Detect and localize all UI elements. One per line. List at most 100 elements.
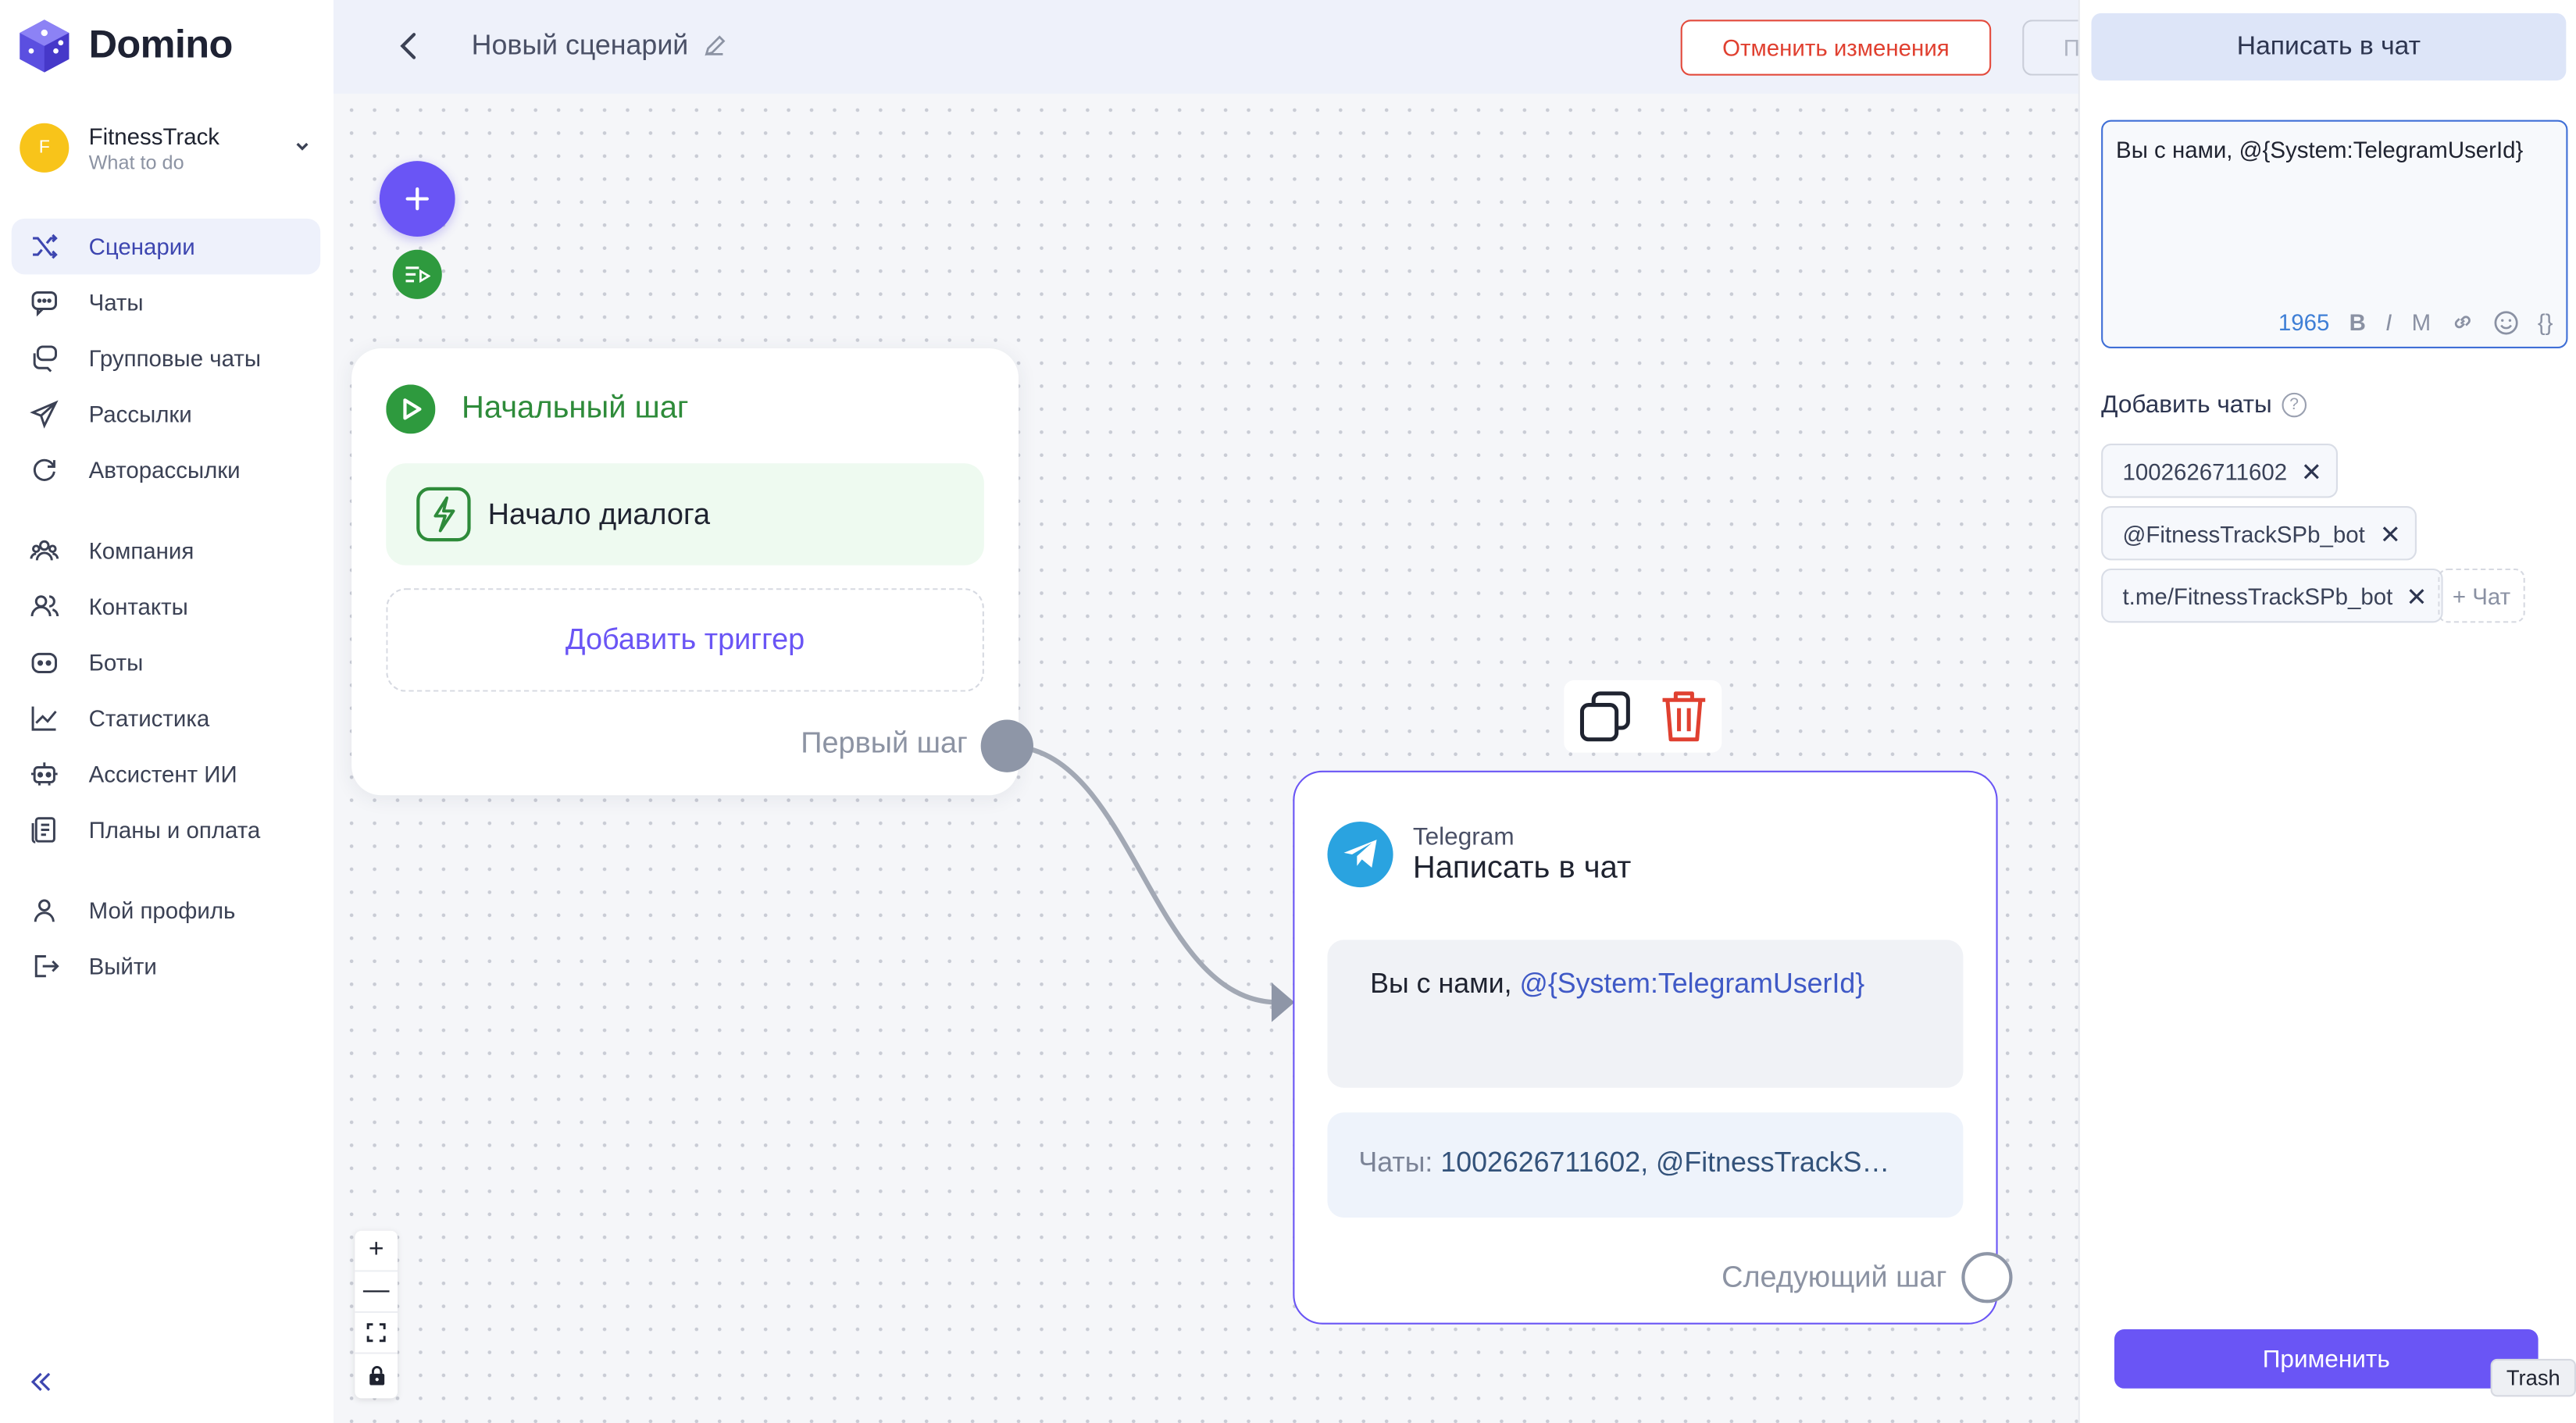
sidebar-item-scenarios[interactable]: Сценарии [11,218,321,275]
zoom-controls: + — [355,1230,398,1399]
sidebar-item-logout[interactable]: Выйти [12,938,320,994]
sidebar-item-group-chats[interactable]: Групповые чаты [12,330,320,387]
chats-preview[interactable]: Чаты: 1002626711602, @FitnessTrackS… [1327,1112,1964,1218]
sidebar-item-label: Планы и оплата [88,816,261,843]
sidebar-item-ai-assistant[interactable]: Ассистент ИИ [12,746,320,802]
output-port-connected[interactable] [980,719,1033,772]
close-icon[interactable] [2382,525,2398,541]
apply-button[interactable]: Применить [2114,1329,2539,1389]
link-icon[interactable] [2450,311,2473,333]
message-editor-text[interactable]: Вы с нами, @{System:TelegramUserId} [2116,136,2524,163]
chat-chip-label: t.me/FitnessTrackSPb_bot [2122,582,2393,609]
chat-chip-label: @FitnessTrackSPb_bot [2122,519,2365,547]
user-icon [30,896,59,925]
pencil-icon[interactable] [701,33,728,59]
fullscreen-icon [366,1323,386,1343]
company-switcher[interactable]: F FitnessTrack What to do [20,118,320,177]
bot-icon [30,647,59,677]
add-chats-text: Добавить чаты [2101,391,2272,419]
node-toolbar [1564,680,1722,753]
sidebar-item-company[interactable]: Компания [12,522,320,579]
variables-button[interactable]: {} [2537,308,2553,336]
run-list-button[interactable] [392,249,442,299]
duplicate-icon[interactable] [1576,689,1632,745]
zoom-out-button[interactable]: — [355,1271,398,1314]
trash-icon[interactable] [1657,689,1709,745]
lightning-icon [416,487,471,542]
chat-chip-label: 1002626711602 [2122,457,2288,484]
sidebar-item-bots[interactable]: Боты [12,634,320,690]
close-icon[interactable] [2409,587,2425,604]
chat-chip[interactable]: 1002626711602 [2101,444,2339,498]
sidebar-item-profile[interactable]: Мой профиль [12,883,320,939]
domino-logo-icon [20,20,70,73]
telegram-node-header: Telegram Написать в чат [1327,821,1632,888]
company-avatar: F [20,123,70,173]
sidebar-item-label: Компания [88,537,194,564]
collapse-sidebar-icon[interactable] [27,1367,56,1396]
chat-chip[interactable]: t.me/FitnessTrackSPb_bot [2101,568,2444,623]
telegram-send-node[interactable]: Telegram Написать в чат Вы с нами, @{Sys… [1293,770,1998,1325]
message-preview[interactable]: Вы с нами, @{System:TelegramUserId} [1327,940,1964,1088]
sidebar-item-label: Рассылки [88,401,192,428]
message-variable: @{System:TelegramUserId} [1519,968,1865,1000]
start-node-title: Начальный шаг [462,391,689,426]
chat-chip[interactable]: @FitnessTrackSPb_bot [2101,506,2416,561]
sidebar-item-label: Авторассылки [88,456,241,483]
lock-button[interactable] [355,1354,398,1396]
add-chat-button[interactable]: + Чат [2438,568,2525,623]
sidebar-item-statistics[interactable]: Статистика [12,690,320,747]
close-icon[interactable] [2303,462,2320,479]
start-node[interactable]: Начальный шаг Начало диалога Добавить тр… [351,348,1019,796]
sidebar-item-auto-mailings[interactable]: Авторассылки [12,442,320,498]
sidebar-item-contacts[interactable]: Контакты [12,579,320,635]
chats-prefix: Чаты: [1358,1147,1441,1179]
sidebar-item-label: Контакты [88,593,188,620]
emoji-icon[interactable] [2493,310,2518,335]
editor-toolbar: 1965 B I M {} [2103,309,2553,336]
start-node-header: Начальный шаг [386,384,689,434]
node-service: Telegram [1412,822,1515,851]
robot-icon [30,759,59,789]
telegram-icon [1327,821,1393,888]
bold-button[interactable]: B [2349,308,2366,336]
receipt-icon [30,815,59,845]
company-subtitle: What to do [88,150,184,173]
trash-tooltip: Trash [2490,1358,2576,1397]
sidebar-item-label: Статистика [88,704,210,732]
scenario-title-text: Новый сценарий [471,29,689,61]
message-editor[interactable]: Вы с нами, @{System:TelegramUserId} 1965… [2101,119,2568,349]
output-port-empty[interactable] [1961,1252,2013,1304]
chart-line-icon [30,703,59,733]
add-trigger-button[interactable]: Добавить триггер [386,588,984,692]
first-step-label: Первый шаг [801,726,968,760]
sidebar-item-label: Боты [88,649,144,676]
fit-view-button[interactable] [355,1313,398,1354]
chats-values: 1002626711602, @FitnessTrackS… [1440,1147,1890,1179]
sidebar-item-label: Сценарии [88,233,195,260]
sidebar-item-label: Ассистент ИИ [88,761,237,787]
italic-button[interactable]: I [2385,308,2392,336]
add-step-button[interactable] [379,161,455,237]
cancel-changes-button[interactable]: Отменить изменения [1680,20,1992,76]
logo[interactable]: Domino [16,18,233,74]
trigger-item[interactable]: Начало диалога [386,463,984,565]
people-icon [30,536,59,565]
save-button-partial[interactable]: П [2022,20,2089,76]
zoom-in-button[interactable]: + [355,1231,398,1272]
sidebar: Domino F FitnessTrack What to do Сценари… [0,0,334,1423]
sidebar-item-label: Групповые чаты [88,344,261,372]
node-title: Написать в чат [1412,850,1632,885]
sidebar-item-plans[interactable]: Планы и оплата [12,802,320,858]
logout-icon [30,951,59,981]
monospace-button[interactable]: M [2411,308,2432,336]
help-icon[interactable]: ? [2282,392,2307,418]
app-name: Domino [88,23,234,68]
playlist-icon [405,266,431,284]
sidebar-item-chats[interactable]: Чаты [12,274,320,330]
next-step-label: Следующий шаг [1721,1260,1947,1293]
sidebar-item-mailings[interactable]: Рассылки [12,386,320,442]
message-text: Вы с нами, [1370,968,1520,1000]
scenario-title[interactable]: Новый сценарий [472,30,728,62]
back-button[interactable] [391,27,427,66]
